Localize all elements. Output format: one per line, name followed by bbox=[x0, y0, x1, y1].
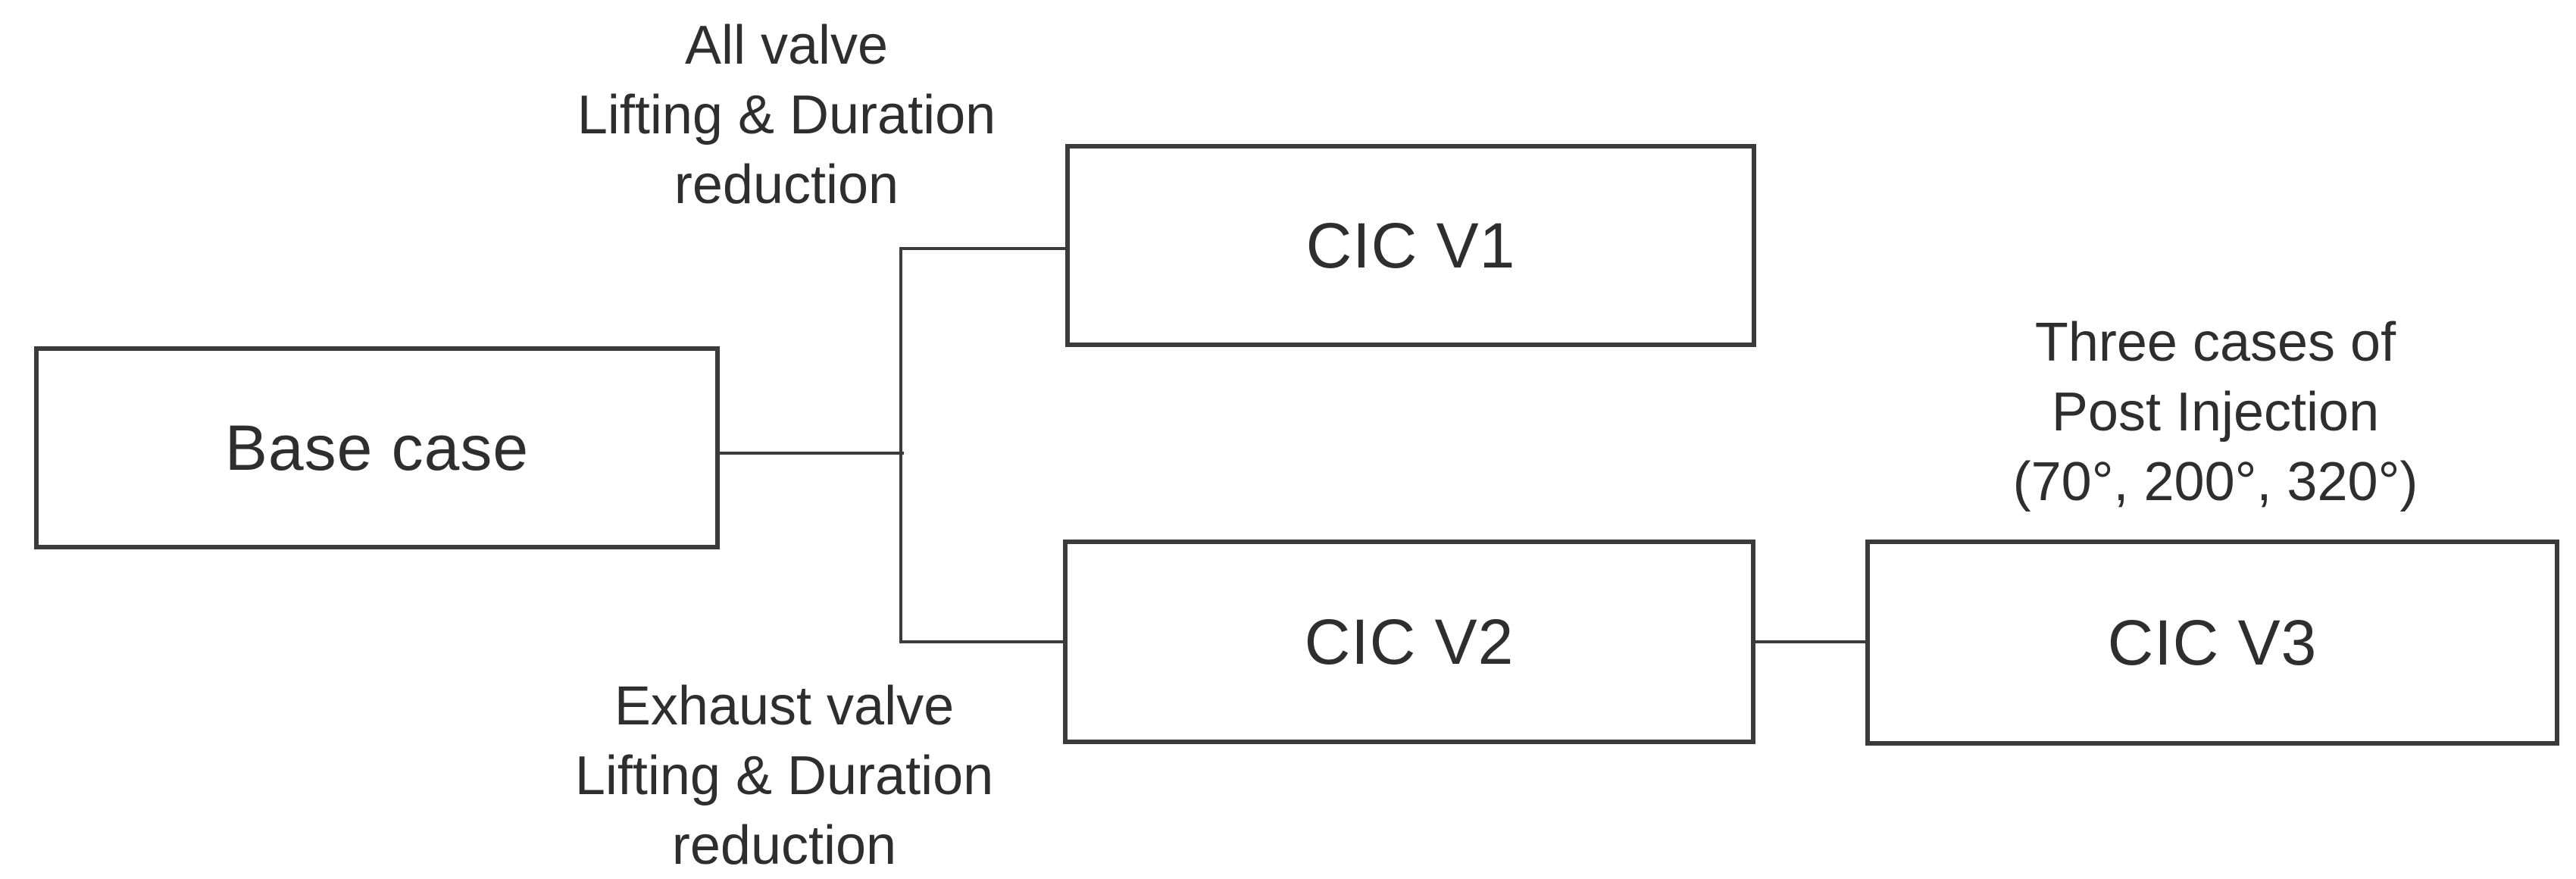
annotation-all-valve-line-3: reduction bbox=[674, 155, 899, 215]
node-base-case: Base case bbox=[34, 346, 720, 549]
annotation-all-valve-line-1: All valve bbox=[684, 15, 889, 76]
annotation-post-injection-line-2: Post Injection bbox=[2051, 382, 2380, 443]
connector-cic-v2-to-cic-v3 bbox=[1753, 640, 1867, 643]
connector-junction-to-cic-v2 bbox=[899, 640, 1064, 643]
node-cic-v1: CIC V1 bbox=[1065, 144, 1756, 347]
node-cic-v3-label: CIC V3 bbox=[2107, 606, 2318, 678]
annotation-exhaust-valve-line-1: Exhaust valve bbox=[614, 676, 955, 737]
node-base-case-label: Base case bbox=[224, 411, 530, 483]
connector-junction-to-cic-v1 bbox=[899, 247, 1067, 250]
annotation-all-valve: All valve Lifting & Duration reduction bbox=[483, 11, 1089, 220]
connector-base-to-junction bbox=[718, 452, 904, 455]
node-cic-v3: CIC V3 bbox=[1865, 540, 2559, 746]
annotation-exhaust-valve-line-2: Lifting & Duration bbox=[574, 746, 994, 806]
annotation-exhaust-valve-line-3: reduction bbox=[671, 815, 897, 876]
node-cic-v2: CIC V2 bbox=[1063, 540, 1755, 744]
annotation-post-injection-line-1: Three cases of bbox=[2034, 312, 2396, 373]
annotation-exhaust-valve: Exhaust valve Lifting & Duration reducti… bbox=[481, 671, 1087, 879]
node-cic-v2-label: CIC V2 bbox=[1304, 605, 1515, 677]
annotation-post-injection: Three cases of Post Injection (70°, 200°… bbox=[1912, 308, 2518, 517]
annotation-all-valve-line-2: Lifting & Duration bbox=[577, 85, 996, 145]
annotation-post-injection-line-3: (70°, 200°, 320°) bbox=[2012, 452, 2418, 512]
node-cic-v1-label: CIC V1 bbox=[1305, 209, 1516, 281]
connector-junction-vertical bbox=[899, 247, 902, 643]
